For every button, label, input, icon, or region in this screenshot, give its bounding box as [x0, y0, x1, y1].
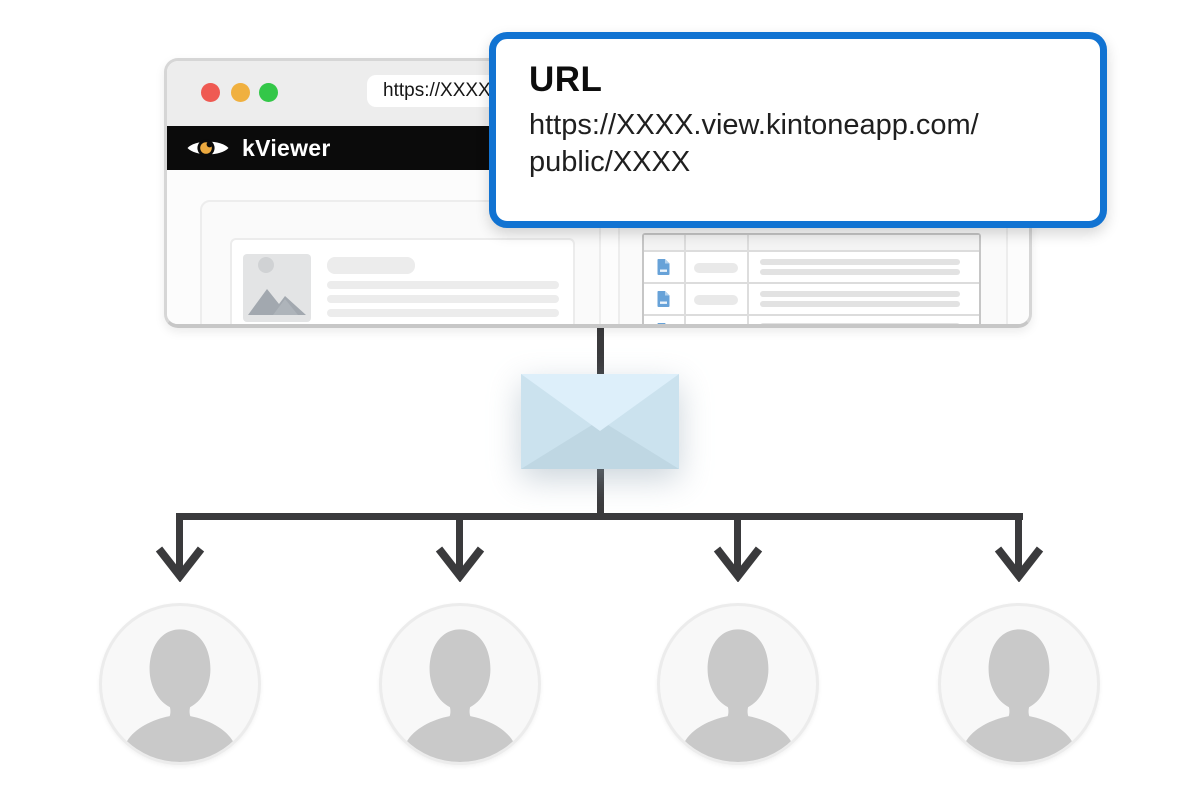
cell-placeholder-line	[760, 259, 960, 265]
traffic-light-zoom	[259, 83, 278, 102]
table-row	[644, 282, 979, 314]
recipient-avatar	[938, 603, 1100, 765]
recipient-avatar	[657, 603, 819, 765]
recipient-avatar	[379, 603, 541, 765]
cell-placeholder	[694, 263, 738, 273]
connector-stem-bottom	[597, 467, 604, 515]
callout-url-line1: https://XXXX.view.kintoneapp.com/	[529, 109, 979, 141]
table-row	[644, 314, 979, 328]
cell-placeholder	[694, 295, 738, 305]
image-placeholder-icon	[248, 257, 306, 315]
envelope-icon	[521, 374, 679, 469]
person-icon	[677, 629, 799, 762]
arrow-down-icon	[435, 546, 485, 582]
recipient-avatar	[99, 603, 261, 765]
table-column-divider	[684, 235, 686, 324]
browser-window: https://XXXX kViewer	[164, 58, 1032, 328]
cell-placeholder-line	[760, 301, 960, 307]
cell-placeholder-line	[760, 323, 960, 324]
content-panel-left	[200, 200, 601, 324]
address-bar-text: https://XXXX	[383, 80, 491, 101]
arrow-down-icon	[155, 546, 205, 582]
connector-horizontal-line	[176, 513, 1023, 520]
cell-placeholder	[694, 327, 738, 328]
connector-drop-3	[734, 513, 741, 571]
person-icon	[958, 629, 1080, 762]
cell-placeholder-line	[760, 269, 960, 275]
callout-url-line2: public/XXXX	[529, 146, 691, 178]
person-icon	[399, 629, 521, 762]
arrow-down-icon	[713, 546, 763, 582]
connector-stem-top	[597, 326, 604, 376]
image-placeholder	[243, 254, 311, 322]
article-card	[230, 238, 575, 324]
document-icon	[657, 323, 666, 324]
brand-logo-text: kViewer	[242, 135, 331, 161]
traffic-light-close	[201, 83, 220, 102]
person-icon	[119, 629, 241, 762]
text-placeholder-line	[327, 295, 559, 303]
eye-icon	[187, 139, 229, 157]
text-placeholder-line	[327, 281, 559, 289]
connector-drop-1	[176, 513, 183, 571]
connector-drop-4	[1015, 513, 1022, 571]
traffic-light-minimize	[231, 83, 250, 102]
text-placeholder-heading	[327, 257, 415, 274]
connector-drop-2	[456, 513, 463, 571]
callout-title: URL	[529, 60, 603, 99]
document-icon	[657, 291, 670, 307]
record-table	[642, 233, 981, 328]
table-header-row	[644, 235, 979, 250]
document-icon	[657, 259, 670, 275]
arrow-down-icon	[994, 546, 1044, 582]
text-placeholder-line	[327, 309, 559, 317]
table-column-divider	[747, 235, 749, 324]
callout-url-text: https://XXXX.view.kintoneapp.com/ public…	[529, 107, 1072, 181]
table-row	[644, 250, 979, 282]
url-callout: URL https://XXXX.view.kintoneapp.com/ pu…	[489, 32, 1107, 228]
cell-placeholder-line	[760, 291, 960, 297]
